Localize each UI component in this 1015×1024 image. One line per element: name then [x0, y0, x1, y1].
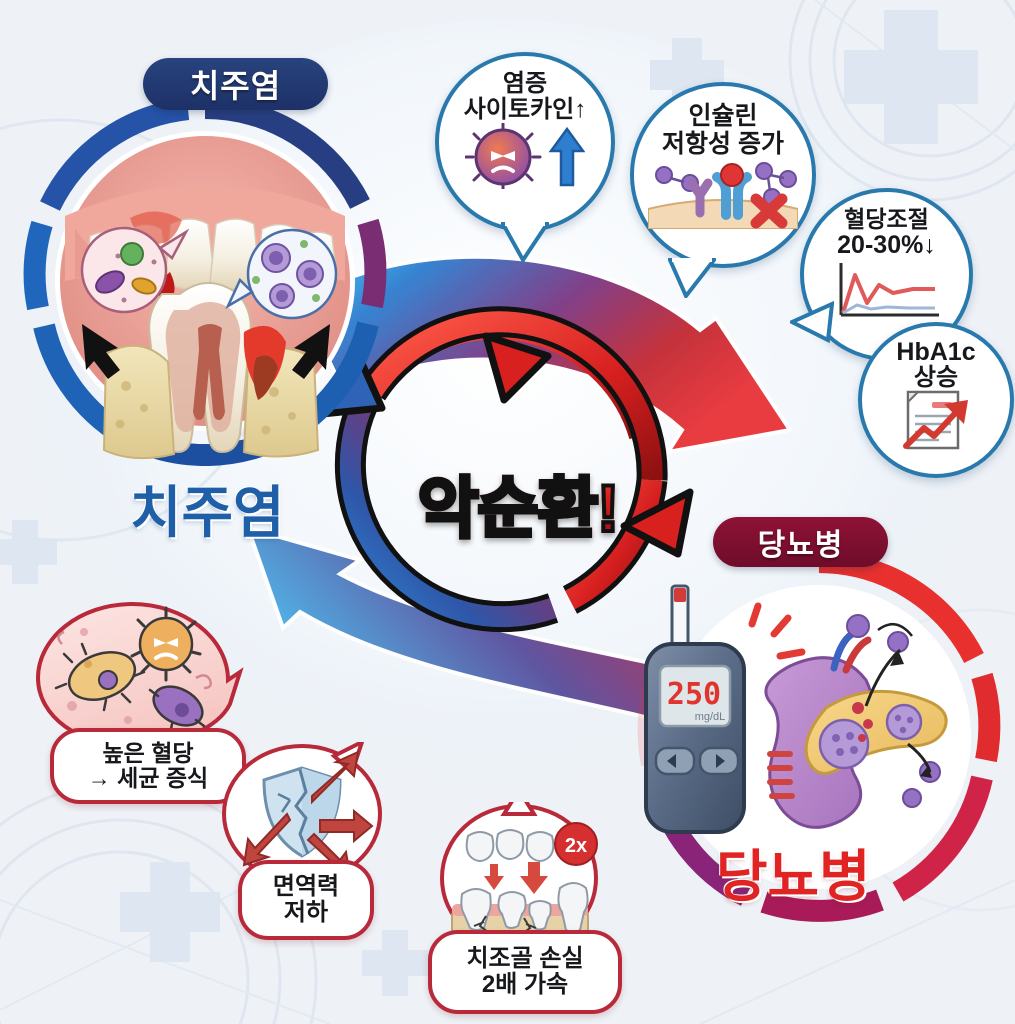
- perio-node-illustration: [23, 97, 387, 466]
- callout-inflammatory-cytokines[interactable]: 염증 사이토카인↑: [435, 52, 615, 262]
- callout-line1: 인슐린: [688, 102, 758, 130]
- callout-line1: 높은 혈당: [102, 740, 194, 767]
- bubble-tail: [501, 222, 549, 262]
- callout-line2: 20-30%↓: [837, 231, 936, 260]
- diabetes-title: 당뇨병: [716, 845, 871, 908]
- diabetes-badge: 당뇨병: [713, 517, 888, 567]
- callout-line2: → 세균 증식: [87, 765, 209, 791]
- vicious-cycle-label: 악순환!: [383, 455, 653, 551]
- bone-loss-bubble-shape: 2x: [439, 802, 599, 951]
- callout-line1: HbA1c: [896, 338, 976, 366]
- callout-caption: 높은 혈당 → 세균 증식: [50, 728, 246, 804]
- callout-insulin-resistance[interactable]: 인슐린 저항성 증가: [630, 82, 816, 298]
- callout-line2: 상승: [913, 363, 959, 391]
- perio-badge: 치주염: [143, 58, 328, 110]
- callout-high-blood-sugar[interactable]: 높은 혈당 → 세균 증식: [32, 600, 282, 804]
- bacteria-callout-icon: [80, 226, 190, 314]
- pancreas-icon: [764, 614, 948, 829]
- multiplier-badge: 2x: [565, 835, 587, 857]
- callout-line2: 2배 가속: [481, 971, 569, 998]
- diabetes-node-illustration: 250 mg/dL: [637, 551, 1001, 922]
- insulin-receptor-blocked-icon: [648, 162, 798, 229]
- callout-line1: 면역력: [272, 873, 340, 901]
- callout-hba1c[interactable]: HbA1c 상승: [858, 322, 1014, 478]
- vicious-cycle-loop-paths: [334, 306, 668, 633]
- callout-line1: 혈당조절: [844, 206, 929, 232]
- report-rising-arrow-icon: [903, 390, 968, 450]
- glucometer-reading: 250: [667, 677, 721, 712]
- declining-line-chart-icon: [839, 262, 939, 317]
- callout-caption: 치조골 손실 2배 가속: [428, 930, 622, 1014]
- immunity-bubble-shape: [221, 742, 383, 885]
- glucometer-icon: 250 mg/dL: [644, 584, 746, 834]
- callout-line2: 사이토카인↑: [463, 96, 587, 124]
- callout-line1: 염증: [502, 70, 548, 97]
- callout-caption: 면역력 저하: [238, 860, 374, 940]
- bacteria-bubble-shape: [35, 601, 244, 749]
- callout-immunity-decline[interactable]: 면역력 저하: [216, 742, 396, 942]
- angry-virus-icon: [465, 122, 585, 189]
- svg-text:mg/dL: mg/dL: [695, 711, 726, 723]
- callout-line2: 저하: [283, 899, 329, 926]
- immune-cell-callout-icon: [225, 228, 338, 320]
- callout-alveolar-bone-loss[interactable]: 2x: [424, 802, 624, 1017]
- callout-line1: 치조골 손실: [466, 945, 584, 973]
- perio-title: 치주염: [130, 481, 285, 544]
- bubble-tail: [790, 300, 834, 344]
- callout-line2: 저항성 증가: [662, 129, 784, 158]
- bacteria-icon: [54, 606, 212, 736]
- cross-decor: [0, 10, 978, 996]
- tooth-bone-loss-icon: 2x: [451, 822, 598, 941]
- bubble-tail: [668, 258, 716, 298]
